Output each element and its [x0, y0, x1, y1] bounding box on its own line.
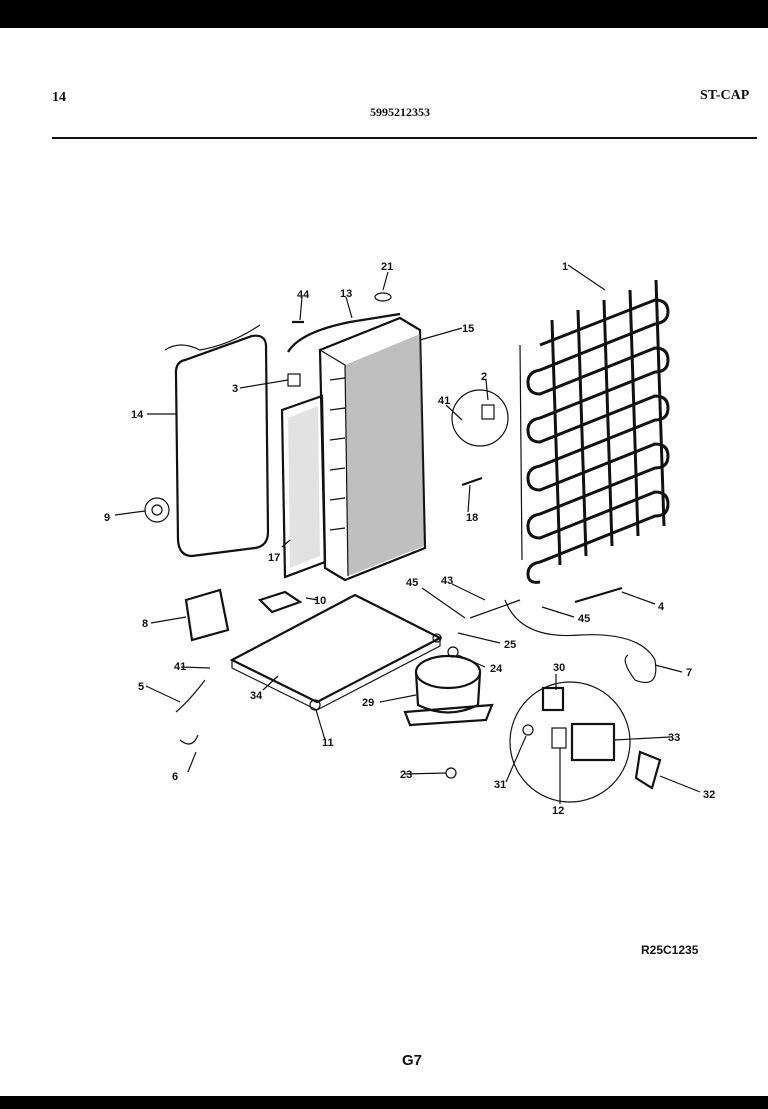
callout-4: 4 — [658, 601, 665, 613]
leader-lines — [114, 264, 701, 804]
callout-30: 30 — [553, 662, 565, 674]
callout-6: 6 — [172, 771, 178, 783]
model-number: 5995212353 — [370, 105, 430, 119]
part-evaporator — [318, 316, 427, 582]
callout-21: 21 — [381, 261, 393, 273]
part-condenser-coil — [519, 279, 670, 584]
header-rule — [52, 137, 757, 139]
callout-1: 1 — [562, 261, 568, 273]
callout-11: 11 — [322, 737, 334, 749]
callout-23: 23 — [400, 769, 412, 781]
callout-45a: 45 — [406, 577, 418, 589]
callout-15: 15 — [462, 323, 474, 335]
part-door-liner — [144, 324, 270, 558]
section-code: ST-CAP — [700, 88, 750, 103]
part-tubing — [469, 599, 657, 684]
callout-17: 17 — [268, 552, 280, 564]
callout-2: 2 — [481, 371, 487, 383]
callout-41a: 41 — [438, 395, 450, 407]
callout-43: 43 — [441, 575, 453, 587]
callout-45b: 45 — [578, 613, 590, 625]
callout-12: 12 — [552, 805, 564, 817]
callout-10: 10 — [314, 595, 326, 607]
callout-9: 9 — [104, 512, 110, 524]
callout-3: 3 — [232, 383, 238, 395]
page-number: 14 — [52, 90, 66, 105]
callout-33: 33 — [668, 732, 680, 744]
top-border-bar — [0, 0, 768, 28]
callout-34: 34 — [250, 690, 263, 702]
callout-13: 13 — [340, 288, 352, 300]
part-electrical — [509, 681, 662, 803]
callout-25: 25 — [504, 639, 516, 651]
part-drier-and-connectors — [451, 389, 623, 604]
part-base-plate — [175, 588, 443, 745]
callout-32: 32 — [703, 789, 715, 801]
callout-8: 8 — [142, 618, 148, 630]
part-filter-pad — [280, 394, 327, 579]
diagram-id: R25C1235 — [641, 943, 699, 957]
part-compressor — [403, 646, 494, 779]
footer-code: G7 — [402, 1052, 423, 1069]
callout-5: 5 — [138, 681, 144, 693]
callout-18: 18 — [466, 512, 478, 524]
callout-7: 7 — [686, 667, 692, 679]
callout-41b: 41 — [174, 661, 186, 673]
callout-29: 29 — [362, 697, 374, 709]
callout-44: 44 — [297, 289, 310, 301]
bottom-border-bar — [0, 1096, 768, 1109]
callout-24: 24 — [490, 663, 503, 675]
callout-31: 31 — [494, 779, 506, 791]
callout-14: 14 — [131, 409, 144, 421]
